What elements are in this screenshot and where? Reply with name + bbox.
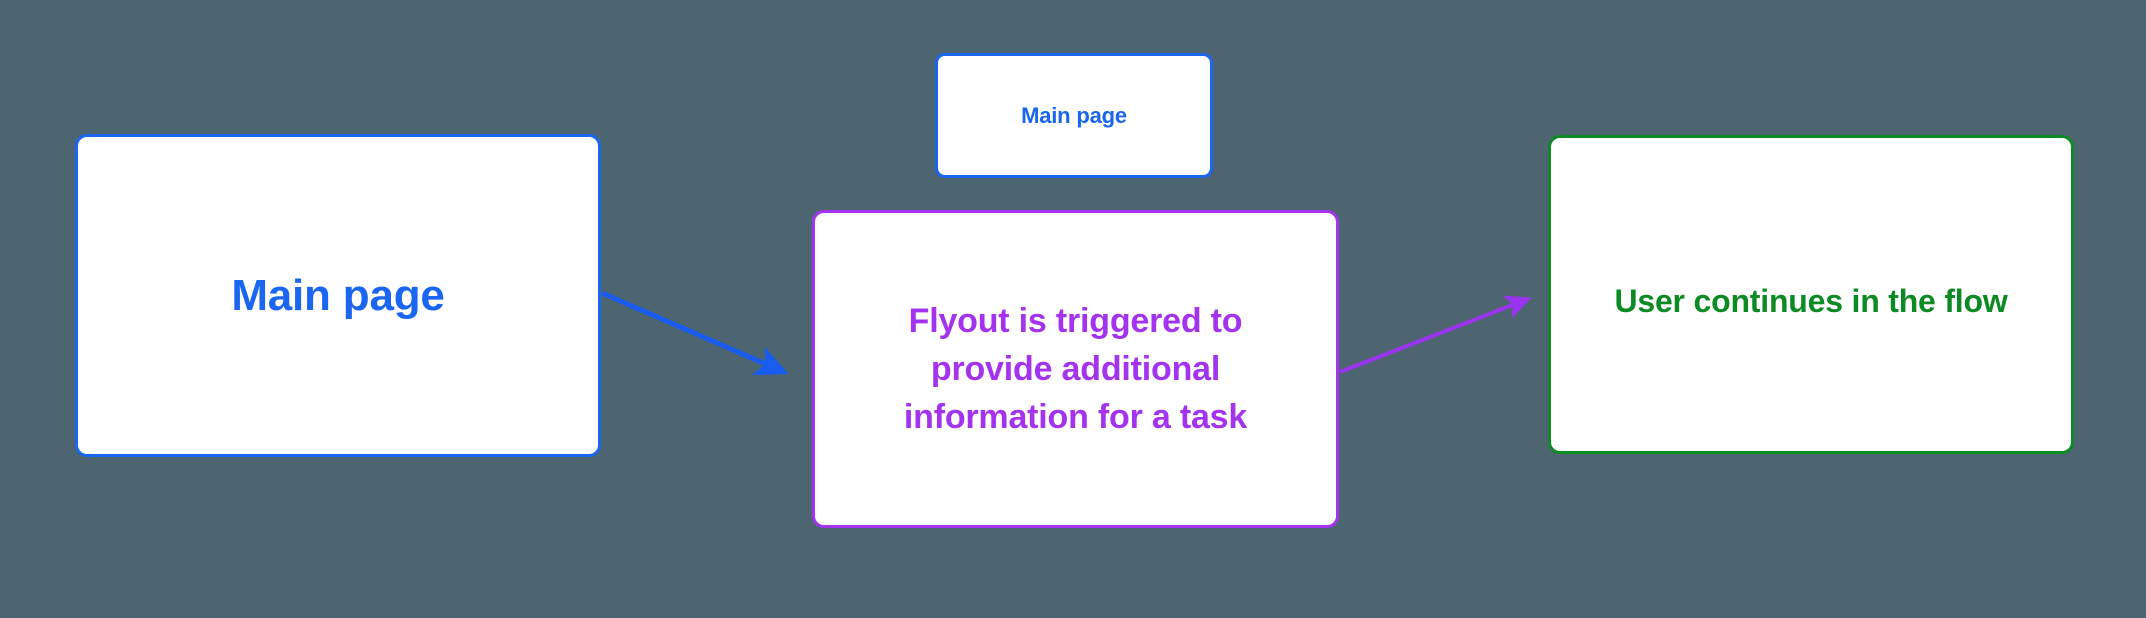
node-main-page-small[interactable]: Main page (935, 53, 1213, 178)
connector-flyout-to-user-continues (1339, 295, 1532, 374)
node-user-continues[interactable]: User continues in the flow (1548, 135, 2074, 454)
node-flyout[interactable]: Flyout is triggered to provide additiona… (812, 210, 1339, 528)
node-main-page-large[interactable]: Main page (75, 134, 601, 457)
node-main-page-large-label: Main page (231, 270, 445, 320)
node-user-continues-label: User continues in the flow (1614, 283, 2008, 319)
connector-main-page-to-flyout (601, 290, 789, 376)
node-main-page-small-label: Main page (1021, 102, 1127, 128)
node-flyout-label: Flyout is triggered to provide additiona… (903, 302, 1248, 436)
